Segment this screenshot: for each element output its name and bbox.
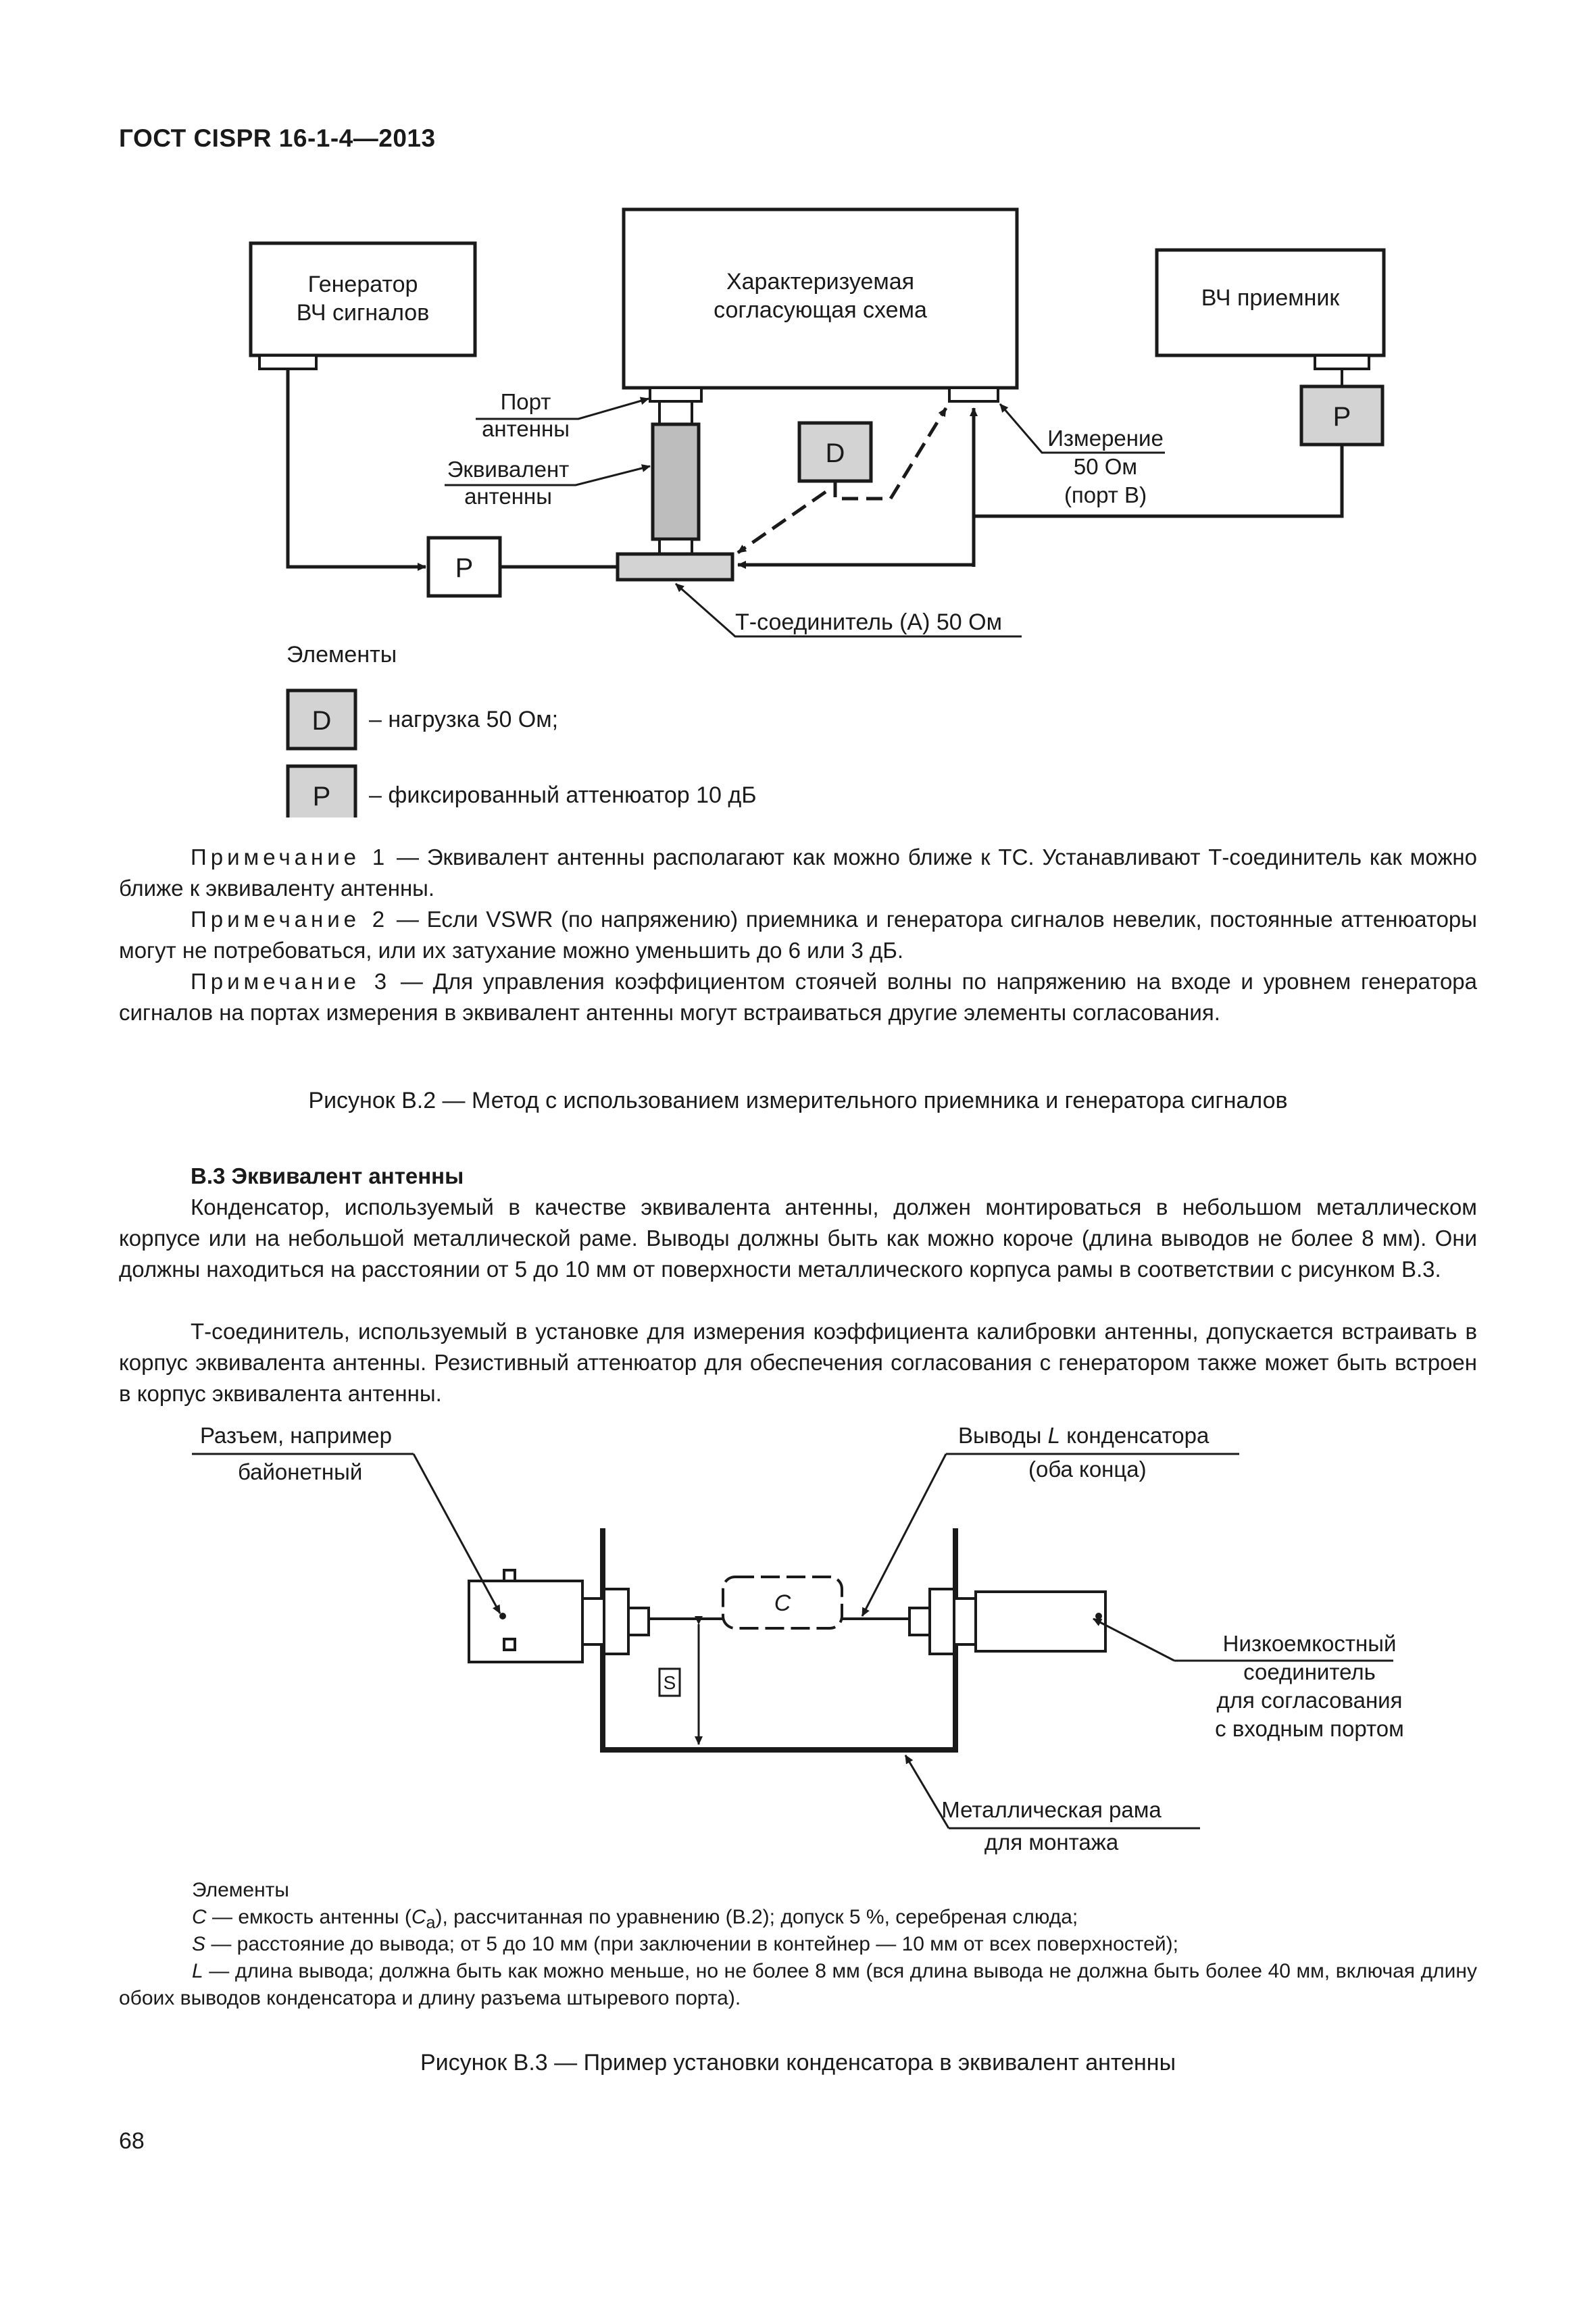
- svg-text:S: S: [664, 1672, 676, 1693]
- load-d: D: [797, 421, 873, 483]
- svg-text:байонетный: байонетный: [238, 1459, 362, 1484]
- t-connector: [616, 552, 734, 582]
- svg-text:Измерение: Измерение: [1047, 426, 1164, 451]
- svg-text:D: D: [826, 438, 845, 468]
- receiver-label: ВЧ приемник: [1201, 285, 1341, 311]
- note-1: Примечание 1 — Эквивалент антенны распол…: [119, 845, 1477, 901]
- figure-b2-diagram: Генератор ВЧ сигналов Характеризуемая со…: [249, 207, 1386, 818]
- generator-label-2: ВЧ сигналов: [297, 300, 430, 326]
- matching-label-1: Характеризуемая: [726, 269, 914, 295]
- svg-text:Элементы: Элементы: [286, 642, 397, 668]
- antenna-equivalent: [651, 400, 701, 555]
- svg-text:Металлическая рама: Металлическая рама: [941, 1797, 1162, 1822]
- generator-box: Генератор ВЧ сигналов: [249, 241, 477, 370]
- page-number: 68: [119, 2128, 145, 2154]
- svg-text:50 Ом: 50 Ом: [1074, 454, 1137, 479]
- receiver-box: ВЧ приемник: [1155, 248, 1386, 370]
- svg-text:Т-соединитель (А) 50 Ом: Т-соединитель (А) 50 Ом: [735, 609, 1002, 635]
- svg-text:– нагрузка 50 Ом;: – нагрузка 50 Ом;: [369, 707, 558, 732]
- section-title: В.3 Эквивалент антенны: [191, 1163, 464, 1188]
- svg-text:P: P: [1333, 402, 1351, 432]
- figure-b3-legend-c: C — емкость антенны (Ca), рассчитанная п…: [192, 1906, 1078, 1932]
- note-2: Примечание 2 — Если VSWR (по напряжению)…: [119, 907, 1478, 963]
- svg-text:антенны: антенны: [464, 484, 552, 509]
- callout-low-capacitance: Низкоемкостный соединитель для согласова…: [1093, 1617, 1404, 1741]
- matching-label-2: согласующая схема: [714, 297, 927, 323]
- note-3: Примечание 3 — Для управления коэффициен…: [119, 969, 1478, 1025]
- svg-text:Выводы L конденсатора: Выводы L конденсатора: [958, 1423, 1210, 1448]
- svg-text:C: C: [774, 1590, 791, 1616]
- matching-network-box: Характеризуемая согласующая схема: [622, 207, 1019, 403]
- svg-text:(оба конца): (оба конца): [1028, 1457, 1147, 1482]
- generator-label-1: Генератор: [308, 272, 418, 297]
- svg-text:D: D: [312, 706, 332, 736]
- callout-connector: Разъем, например байонетный: [192, 1423, 501, 1614]
- capacitor: C: [722, 1576, 843, 1630]
- callout-equivalent: Эквивалент антенны: [445, 457, 651, 509]
- figure-b3-caption: Рисунок В.3 — Пример установки конденсат…: [420, 2050, 1176, 2076]
- document-header: ГОСТ CISPR 16-1-4—2013: [119, 124, 436, 152]
- attenuator-generator: P: [426, 536, 502, 598]
- svg-text:Эквивалент: Эквивалент: [447, 457, 570, 482]
- callout-port: Порт антенны: [476, 389, 649, 441]
- metal-frame: [600, 1528, 958, 1753]
- svg-text:Порт: Порт: [501, 389, 551, 414]
- svg-text:для монтажа: для монтажа: [984, 1830, 1119, 1855]
- figure-b3-legend-l: L — длина вывода; должна быть как можно …: [119, 1960, 1477, 2009]
- callout-tee: Т-соединитель (А) 50 Ом: [675, 582, 1022, 638]
- low-capacitance-connector: [908, 1588, 1107, 1655]
- attenuator-receiver: P: [1299, 369, 1385, 447]
- svg-text:антенны: антенны: [482, 416, 570, 441]
- dimension-s: S: [658, 1616, 703, 1745]
- callout-leads: Выводы L конденсатора (оба конца): [861, 1423, 1239, 1617]
- section-paragraph-1: Конденсатор, используемый в качестве экв…: [119, 1194, 1477, 1282]
- figure-b2-caption: Рисунок В.2 — Метод с использованием изм…: [308, 1088, 1288, 1113]
- bayonet-connector: [468, 1569, 650, 1663]
- svg-text:P: P: [455, 553, 474, 583]
- figure-b2-legend: Элементы D – нагрузка 50 Ом; P – фиксиро…: [286, 642, 757, 818]
- svg-text:(порт В): (порт В): [1064, 482, 1147, 507]
- svg-text:для согласования: для согласования: [1217, 1688, 1403, 1713]
- svg-text:P: P: [313, 782, 331, 811]
- figure-b3-legend-s: S — расстояние до вывода; от 5 до 10 мм …: [192, 1933, 1178, 1955]
- svg-text:Низкоемкостный: Низкоемкостный: [1223, 1631, 1397, 1656]
- svg-text:с входным портом: с входным портом: [1215, 1716, 1404, 1741]
- callout-measure: Измерение 50 Ом (порт В): [999, 403, 1165, 507]
- section-paragraph-2: Т-соединитель, используемый в установке …: [119, 1319, 1477, 1406]
- svg-text:– фиксированный аттенюатор 10: – фиксированный аттенюатор 10 дБ: [369, 782, 757, 808]
- svg-text:соединитель: соединитель: [1243, 1659, 1376, 1684]
- svg-text:Разъем, например: Разъем, например: [200, 1423, 392, 1448]
- figure-b3-legend-title: Элементы: [192, 1879, 289, 1901]
- callout-frame: Металлическая рама для монтажа: [904, 1755, 1200, 1855]
- figure-b3-diagram: C S Разъем, например байонетный Выводы L…: [192, 1423, 1404, 1855]
